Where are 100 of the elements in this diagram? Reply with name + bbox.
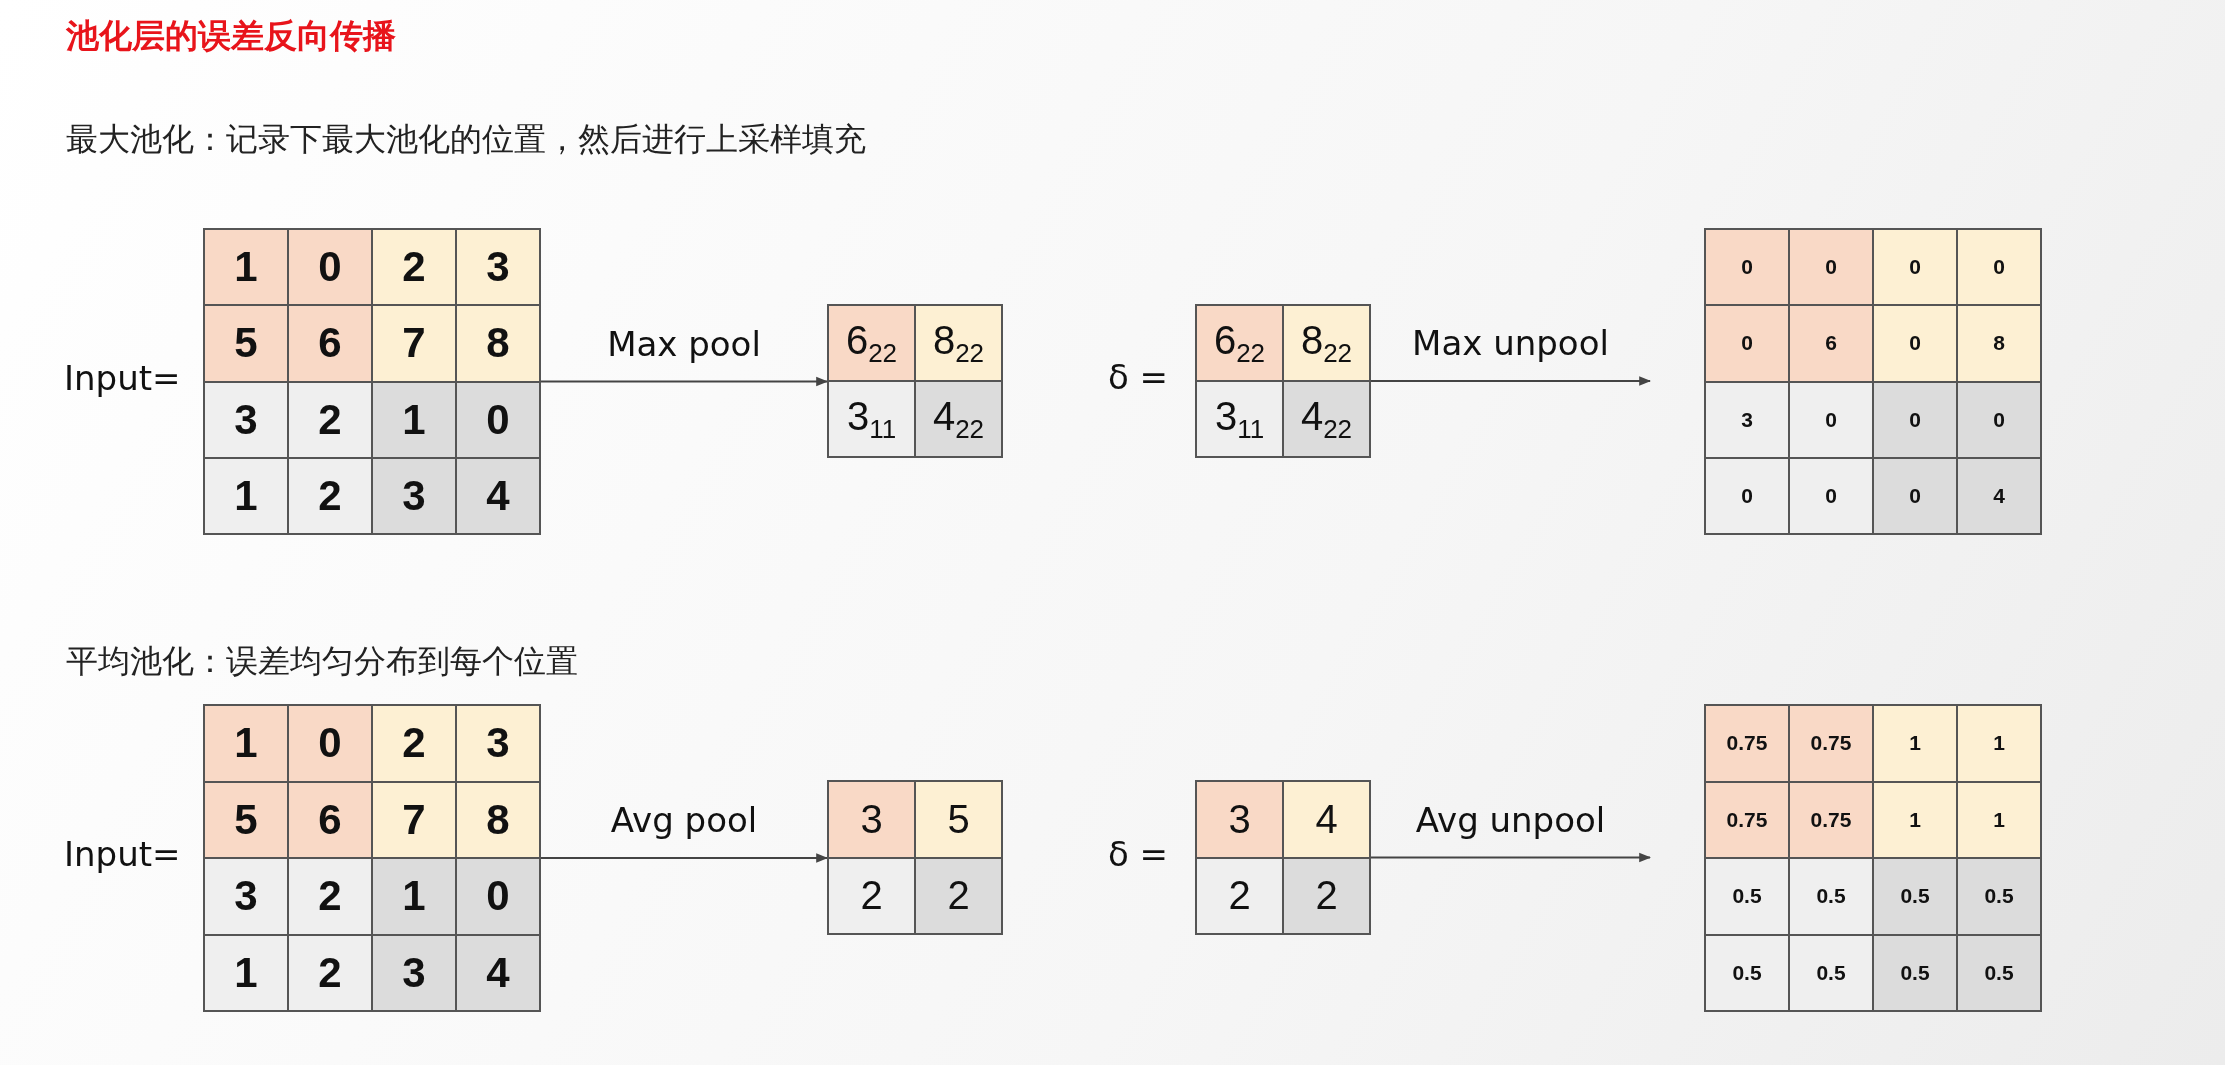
matrix-cell: 0.75	[1789, 781, 1873, 858]
matrix-cell: 2	[1196, 857, 1283, 934]
matrix-cell: 7	[372, 305, 456, 382]
matrix-cell: 4	[1283, 781, 1370, 858]
matrix-cell: 0	[1705, 305, 1789, 382]
matrix-cell: 0.5	[1789, 934, 1873, 1011]
matrix-cell: 2	[372, 229, 456, 306]
matrix-cell: 1	[1873, 781, 1957, 858]
matrix-cell: 3	[828, 781, 915, 858]
matrix-cell: 8$_{22}$	[1283, 305, 1370, 381]
matrix-cell: 3	[372, 457, 456, 534]
matrix-cell: 2	[915, 857, 1002, 934]
matrix-cell: 2	[288, 381, 372, 458]
matrix-cell: 0	[456, 858, 540, 935]
matrix-cell: 0.75	[1705, 705, 1789, 782]
matrix-cell: 0	[288, 705, 372, 782]
matrix-grid	[1195, 304, 1371, 458]
matrix-cell: 5	[204, 305, 288, 382]
matrix-grid	[203, 704, 541, 1012]
matrix-cell: 1	[204, 457, 288, 534]
matrix-cell: 6	[288, 305, 372, 382]
matrix-cell: 1	[1957, 705, 2041, 782]
matrix-cell: 3	[456, 705, 540, 782]
matrix-cell: 6	[288, 781, 372, 858]
matrix-cell: 4$_{22}$	[915, 381, 1002, 457]
matrix-cell: 4	[456, 457, 540, 534]
equation-label: δ =	[1108, 357, 1169, 397]
matrix-cell: 1	[204, 934, 288, 1011]
description-text: 最大池化：记录下最大池化的位置，然后进行上采样填充	[66, 119, 866, 160]
matrix-cell: 3	[1196, 781, 1283, 858]
arrow	[1370, 852, 1652, 863]
matrix-cell: 0.75	[1789, 705, 1873, 782]
matrix-grid	[1704, 704, 2042, 1012]
edge-label: Avg unpool	[1415, 799, 1606, 840]
matrix-cell: 2	[372, 705, 456, 782]
matrix-cell: 0	[1873, 381, 1957, 458]
matrix-cell: 5	[915, 781, 1002, 858]
edge-label: Max pool	[607, 323, 761, 364]
matrix-cell: 6	[1789, 305, 1873, 382]
matrix-cell: 0	[1789, 381, 1873, 458]
matrix-cell: 0	[456, 381, 540, 458]
equation-label: Input=	[64, 357, 181, 398]
matrix-cell: 6$_{22}$	[1196, 305, 1283, 381]
equation-label: δ =	[1108, 833, 1169, 874]
matrix-cell: 3	[456, 229, 540, 306]
matrix-cell: 6$_{22}$	[828, 305, 915, 381]
matrix-cell: 2	[288, 457, 372, 534]
matrix-cell: 4	[456, 934, 540, 1011]
matrix-cell: 3	[204, 381, 288, 458]
matrix-cell: 0.5	[1873, 934, 1957, 1011]
arrow	[540, 853, 829, 863]
slide-title: 池化层的误差反向传播	[66, 15, 396, 57]
matrix-cell: 7	[372, 781, 456, 858]
matrix-cell: 8	[456, 305, 540, 382]
matrix-cell: 4	[1957, 457, 2041, 534]
matrix-cell: 0.75	[1705, 781, 1789, 858]
matrix-cell: 2	[288, 934, 372, 1011]
matrix-cell: 3$_{11}$	[828, 381, 915, 457]
matrix-grid	[1195, 780, 1371, 935]
matrix-cell: 1	[204, 705, 288, 782]
arrow	[540, 376, 829, 387]
matrix-cell: 3	[204, 858, 288, 935]
matrix-cell: 0	[1705, 229, 1789, 306]
matrix-cell: 0	[1789, 229, 1873, 306]
matrix-cell: 1	[372, 381, 456, 458]
matrix-cell: 0.5	[1705, 858, 1789, 935]
matrix-cell: 3	[372, 934, 456, 1011]
matrix-cell: 0	[1873, 229, 1957, 306]
matrix-cell: 0.5	[1957, 934, 2041, 1011]
matrix-cell: 3	[1705, 381, 1789, 458]
edge-label: Avg pool	[610, 800, 758, 840]
matrix-cell: 0	[1873, 305, 1957, 382]
matrix-cell: 0	[1957, 229, 2041, 306]
matrix-cell: 1	[1957, 781, 2041, 858]
matrix-cell: 2	[288, 858, 372, 935]
matrix-cell: 0	[1873, 457, 1957, 534]
description-text: 平均池化：误差均匀分布到每个位置	[66, 641, 578, 682]
matrix-grid	[827, 780, 1003, 935]
matrix-cell: 0	[1957, 381, 2041, 458]
matrix-cell: 8	[1957, 305, 2041, 382]
matrix-cell: 0.5	[1957, 858, 2041, 935]
matrix-cell: 0	[1705, 457, 1789, 534]
matrix-cell: 5	[204, 781, 288, 858]
edge-label: Max unpool	[1412, 323, 1609, 363]
matrix-grid	[1704, 228, 2042, 535]
matrix-cell: 0	[1789, 457, 1873, 534]
matrix-cell: 8	[456, 781, 540, 858]
matrix-cell: 2	[828, 857, 915, 934]
matrix-grid	[827, 304, 1003, 458]
matrix-cell: 4$_{22}$	[1283, 381, 1370, 457]
matrix-cell: 0.5	[1873, 858, 1957, 935]
matrix-cell: 0	[288, 229, 372, 306]
matrix-cell: 0.5	[1789, 858, 1873, 935]
equation-label: Input=	[64, 834, 181, 874]
matrix-cell: 3$_{11}$	[1196, 381, 1283, 457]
matrix-cell: 8$_{22}$	[915, 305, 1002, 381]
matrix-cell: 1	[1873, 705, 1957, 782]
matrix-cell: 1	[204, 229, 288, 306]
matrix-cell: 2	[1283, 857, 1370, 934]
matrix-cell: 0.5	[1705, 934, 1789, 1011]
